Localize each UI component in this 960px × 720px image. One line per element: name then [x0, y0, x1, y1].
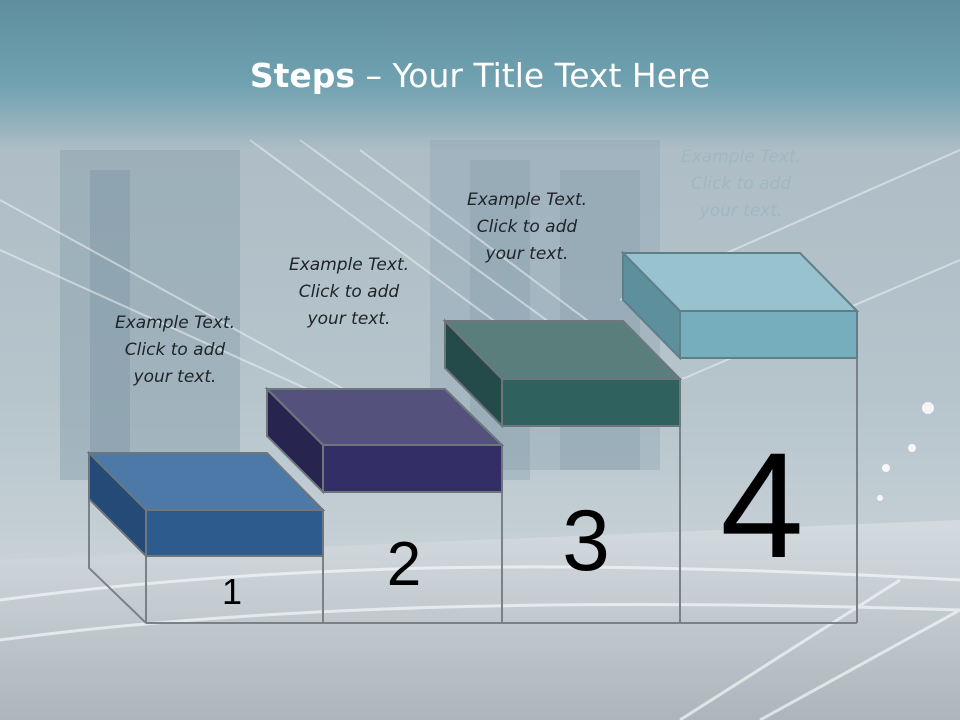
step-1-block[interactable]: 1 — [86, 450, 326, 612]
step-4-number: 4 — [720, 421, 803, 589]
step-1-text[interactable]: Example Text. Click to add your text. — [90, 310, 260, 391]
step-2-number: 2 — [387, 530, 421, 599]
staircase-outline — [88, 358, 858, 624]
step-2-line-1: Example Text. — [288, 255, 410, 275]
slide-title[interactable]: Steps – Your Title Text Here — [0, 54, 960, 98]
step-2-block[interactable]: 2 — [264, 386, 505, 599]
step-3-line-3: your text. — [485, 244, 569, 264]
step-1-number: 1 — [222, 571, 242, 612]
step-3-line-1: Example Text. — [466, 190, 588, 210]
step-3-front — [501, 378, 681, 427]
title-bold: Steps — [249, 56, 356, 95]
step-2-text[interactable]: Example Text. Click to add your text. — [264, 252, 434, 333]
step-3-text[interactable]: Example Text. Click to add your text. — [442, 187, 612, 268]
step-2-line-3: your text. — [307, 309, 391, 329]
title-rest: – Your Title Text Here — [355, 56, 711, 95]
title-bar — [0, 0, 960, 150]
step-4-line-2: Click to add — [690, 174, 792, 194]
step-3-number: 3 — [562, 493, 610, 589]
step-1-line-2: Click to add — [124, 340, 226, 360]
step-1-front — [145, 509, 324, 557]
step-3-block[interactable]: 3 — [442, 318, 683, 589]
step-2-line-2: Click to add — [298, 282, 400, 302]
step-4-line-3: your text. — [699, 201, 783, 221]
step-2-front — [322, 444, 503, 493]
step-4-text[interactable]: Example Text. Click to add your text. — [656, 144, 826, 225]
step-1-line-3: your text. — [133, 367, 217, 387]
step-1-line-1: Example Text. — [114, 313, 236, 333]
step-4-block[interactable]: 4 — [620, 250, 860, 589]
step-4-line-1: Example Text. — [680, 147, 802, 167]
step-3-line-2: Click to add — [476, 217, 578, 237]
step-4-front — [679, 310, 858, 359]
